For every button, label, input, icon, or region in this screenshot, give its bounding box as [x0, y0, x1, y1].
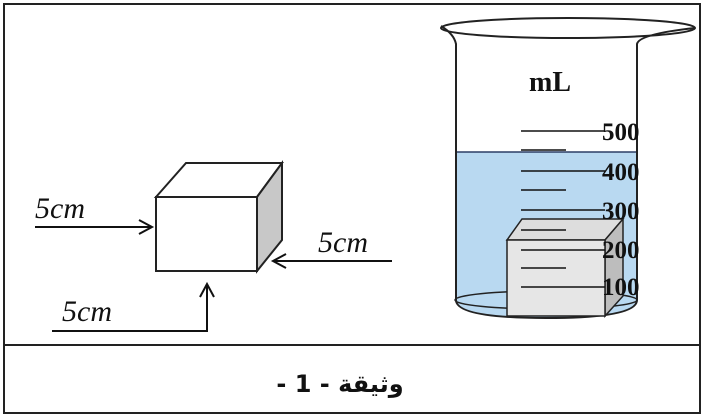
volume-unit-label: mL	[529, 67, 571, 98]
cube	[153, 159, 284, 274]
outer-border	[3, 3, 701, 414]
edge-label-left: 5cm	[35, 192, 85, 225]
graduation-label-300: 300	[602, 198, 640, 225]
minor-graduation-marks	[521, 149, 566, 269]
graduation-marks	[521, 130, 605, 288]
graduation-label-500: 500	[602, 119, 640, 146]
graduation-label-400: 400	[602, 159, 640, 186]
submerged-cube-front	[506, 239, 606, 317]
beaker: mL 500 400 300 200 100	[440, 17, 696, 320]
beaker-wall	[440, 25, 696, 320]
edge-arrow-left	[35, 219, 155, 235]
edge-label-right: 5cm	[318, 226, 368, 259]
cube-front-face	[155, 196, 258, 272]
edge-label-bottom: 5cm	[62, 295, 112, 328]
graduation-label-100: 100	[602, 274, 640, 301]
document-caption: وثيقة - 1 -	[276, 370, 403, 398]
graduation-label-200: 200	[602, 237, 640, 264]
beaker-rim	[440, 17, 696, 39]
edge-arrow-bottom	[52, 281, 215, 332]
edge-arrow-right	[270, 253, 392, 269]
